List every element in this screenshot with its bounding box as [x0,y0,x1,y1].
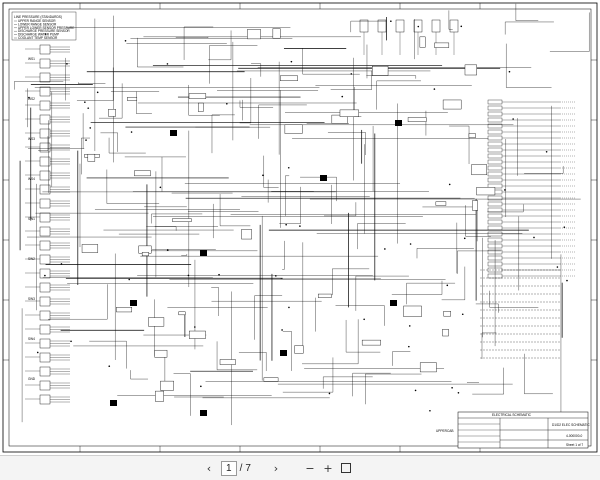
connector-label: GND [28,377,36,381]
connector-label: WS4 [28,177,35,181]
page-counter: 1 / 7 [221,460,251,476]
fit-page-icon[interactable] [338,460,354,476]
legend-item: LOWER RANGE SENSOR [18,22,57,26]
connector-label: WS3 [28,137,35,141]
doc-number: 4-000000-0 [566,434,583,438]
connector-label: WS1 [28,57,35,61]
zoom-in-icon[interactable]: + [323,461,333,475]
page-number-input[interactable]: 1 [221,460,237,476]
legend-item: COOLANT TEMP SENSOR [18,36,58,40]
zoom-out-icon[interactable]: − [305,461,315,475]
connector-label: SW3 [28,297,35,301]
legend-item: UPPER LOWER SENSOR PRESSURE [18,26,74,30]
wiring-diagram: LINE PRESSURE (STANDARDS) UPPER RANGE SE… [2,2,598,453]
page-total: 7 [245,462,251,474]
drawing-title: D1/D2 ELEC SCHEMATIC [552,423,590,427]
reference-label: UPPERCAB [436,429,454,433]
title-block-header: ELECTRICAL SCHEMATIC [492,413,532,417]
title-block: ELECTRICAL SCHEMATIC D1/D2 ELEC SCHEMATI… [457,411,590,449]
next-page-icon[interactable]: › [273,461,279,475]
pdf-viewer-toolbar: ‹ 1 / 7 › − + [0,455,600,480]
connector-label: SW2 [28,257,35,261]
connector-label: WS2 [28,97,35,101]
schematic-sheet: LINE PRESSURE (STANDARDS) UPPER RANGE SE… [2,2,598,453]
legend-title: LINE PRESSURE (STANDARDS) [14,15,62,19]
connector-label: SW1 [28,217,35,221]
legend-item: DISCHARGE WATER PUMP [18,33,59,37]
page-separator: / [239,462,243,474]
sheet-number: Sheet 1 of 7 [566,443,583,447]
previous-page-icon[interactable]: ‹ [206,461,212,475]
legend-item: UPPER RANGE SENSOR [18,19,56,23]
connector-label: SW4 [28,337,35,341]
legend-item: DISCHARGE PRESSURE SENSOR [18,29,70,33]
